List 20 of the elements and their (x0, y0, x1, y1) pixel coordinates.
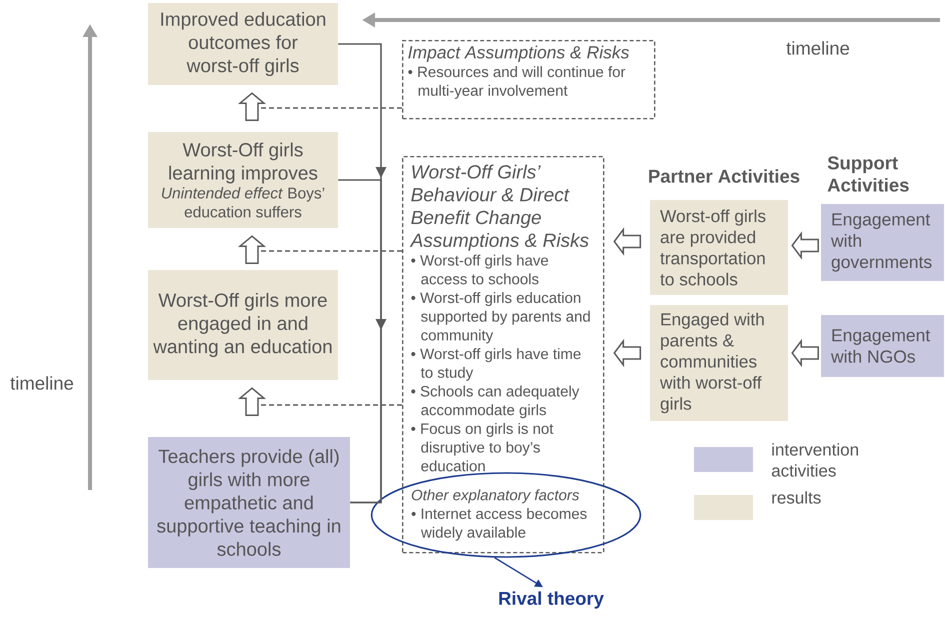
process-box: Worst-Off girls learning improves Unintended effect Boys’ education suffers (148, 132, 338, 228)
leader-line (258, 404, 402, 406)
legend-label: results (772, 491, 821, 504)
process-box: Worst-Off girls more engaged in and wanting an education (148, 270, 338, 380)
legend-label: intervention activities (772, 443, 858, 477)
process-box: Engagement with NGOs (821, 315, 944, 377)
column-heading: Partner Activities (649, 169, 800, 183)
timeline-label: timeline (10, 376, 74, 390)
process-box: Engagement with governments (821, 204, 944, 281)
callout-text: Rival theory (499, 591, 604, 609)
leader-line (258, 250, 402, 252)
connector (338, 179, 386, 504)
column-heading: Support Activities (828, 156, 909, 192)
assumptions-box: Impact Assumptions & Risks • Resources and will continue for multi-year involvement (402, 40, 656, 120)
timeline-label: timeline (786, 41, 850, 55)
process-box: Teachers provide (all) girls with more empathetic and supportive teaching in schools (148, 437, 350, 568)
leader-line (258, 107, 402, 109)
process-box: Improved education outcomes for worst-off girls (148, 3, 338, 85)
process-box: Engaged with parents & communities with worst-off girls (650, 305, 788, 421)
process-box: Worst-off girls are provided transportation to schools (650, 200, 788, 295)
